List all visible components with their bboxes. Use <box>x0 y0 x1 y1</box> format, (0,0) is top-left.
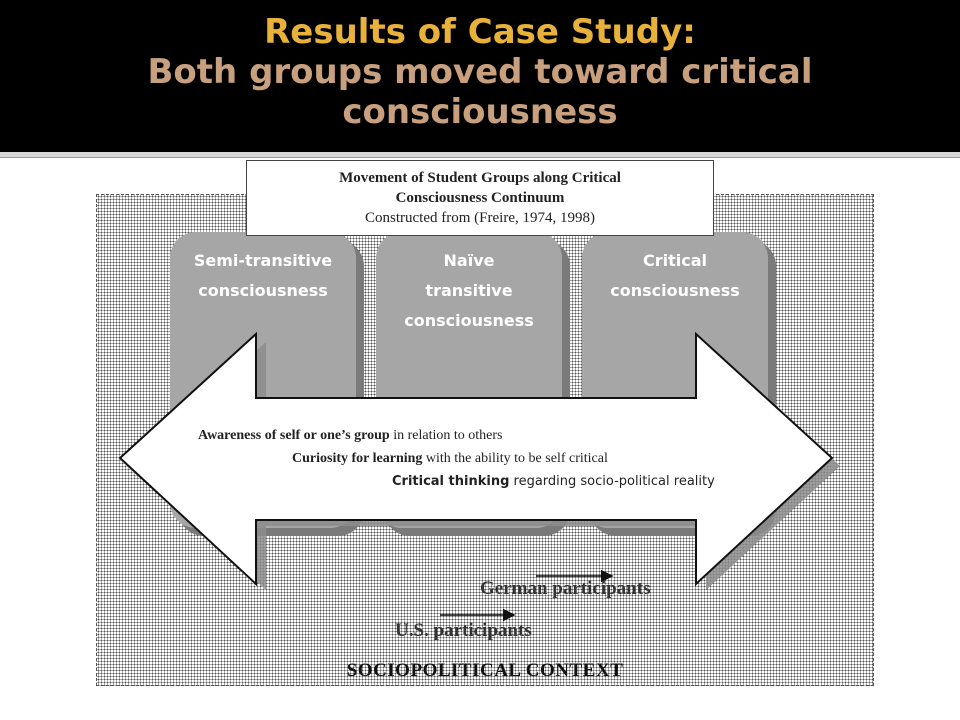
awareness-bold: Critical thinking <box>392 474 510 489</box>
caption-source: Constructed from (Freire, 1974, 1998) <box>365 210 595 226</box>
awareness-rest: regarding socio-political reality <box>509 474 715 489</box>
awareness-line-2: Curiosity for learning with the ability … <box>292 451 608 467</box>
caption-line: Movement of Student Groups along Critica… <box>339 170 621 186</box>
stage-label-line: consciousness <box>198 281 328 300</box>
stage-label-line: consciousness <box>404 311 534 330</box>
caption-line: Consciousness Continuum <box>395 190 565 206</box>
context-label: SOCIOPOLITICAL CONTEXT <box>346 660 624 681</box>
awareness-bold: Awareness of self or one’s group <box>198 428 390 443</box>
stage-label-line: Semi-transitive <box>193 251 333 270</box>
diagram-caption: Movement of Student Groups along Critica… <box>246 160 714 236</box>
title-divider <box>0 152 960 158</box>
stage-label-line: Critical <box>642 251 707 270</box>
awareness-rest: in relation to others <box>389 428 503 443</box>
us-participants-label: U.S. participants <box>395 620 532 641</box>
awareness-line-1: Awareness of self or one’s group in rela… <box>198 428 502 444</box>
awareness-line-3: Critical thinking regarding socio-politi… <box>392 474 715 489</box>
awareness-rest: with the ability to be self critical <box>422 451 608 466</box>
german-participants-label: German participants <box>480 578 651 599</box>
slide-subtitle-line2: consciousness <box>342 92 618 132</box>
stage-label-line: consciousness <box>610 281 740 300</box>
slide-title: Results of Case Study: <box>264 12 696 52</box>
slide-subtitle-line1: Both groups moved toward critical <box>147 52 813 92</box>
stage-label-line: Naïve <box>443 251 495 270</box>
title-bar: Results of Case Study: Both groups moved… <box>0 0 960 152</box>
stage-label-line: transitive <box>425 281 513 300</box>
awareness-bold: Curiosity for learning <box>292 451 423 466</box>
arrow-body <box>118 331 834 587</box>
